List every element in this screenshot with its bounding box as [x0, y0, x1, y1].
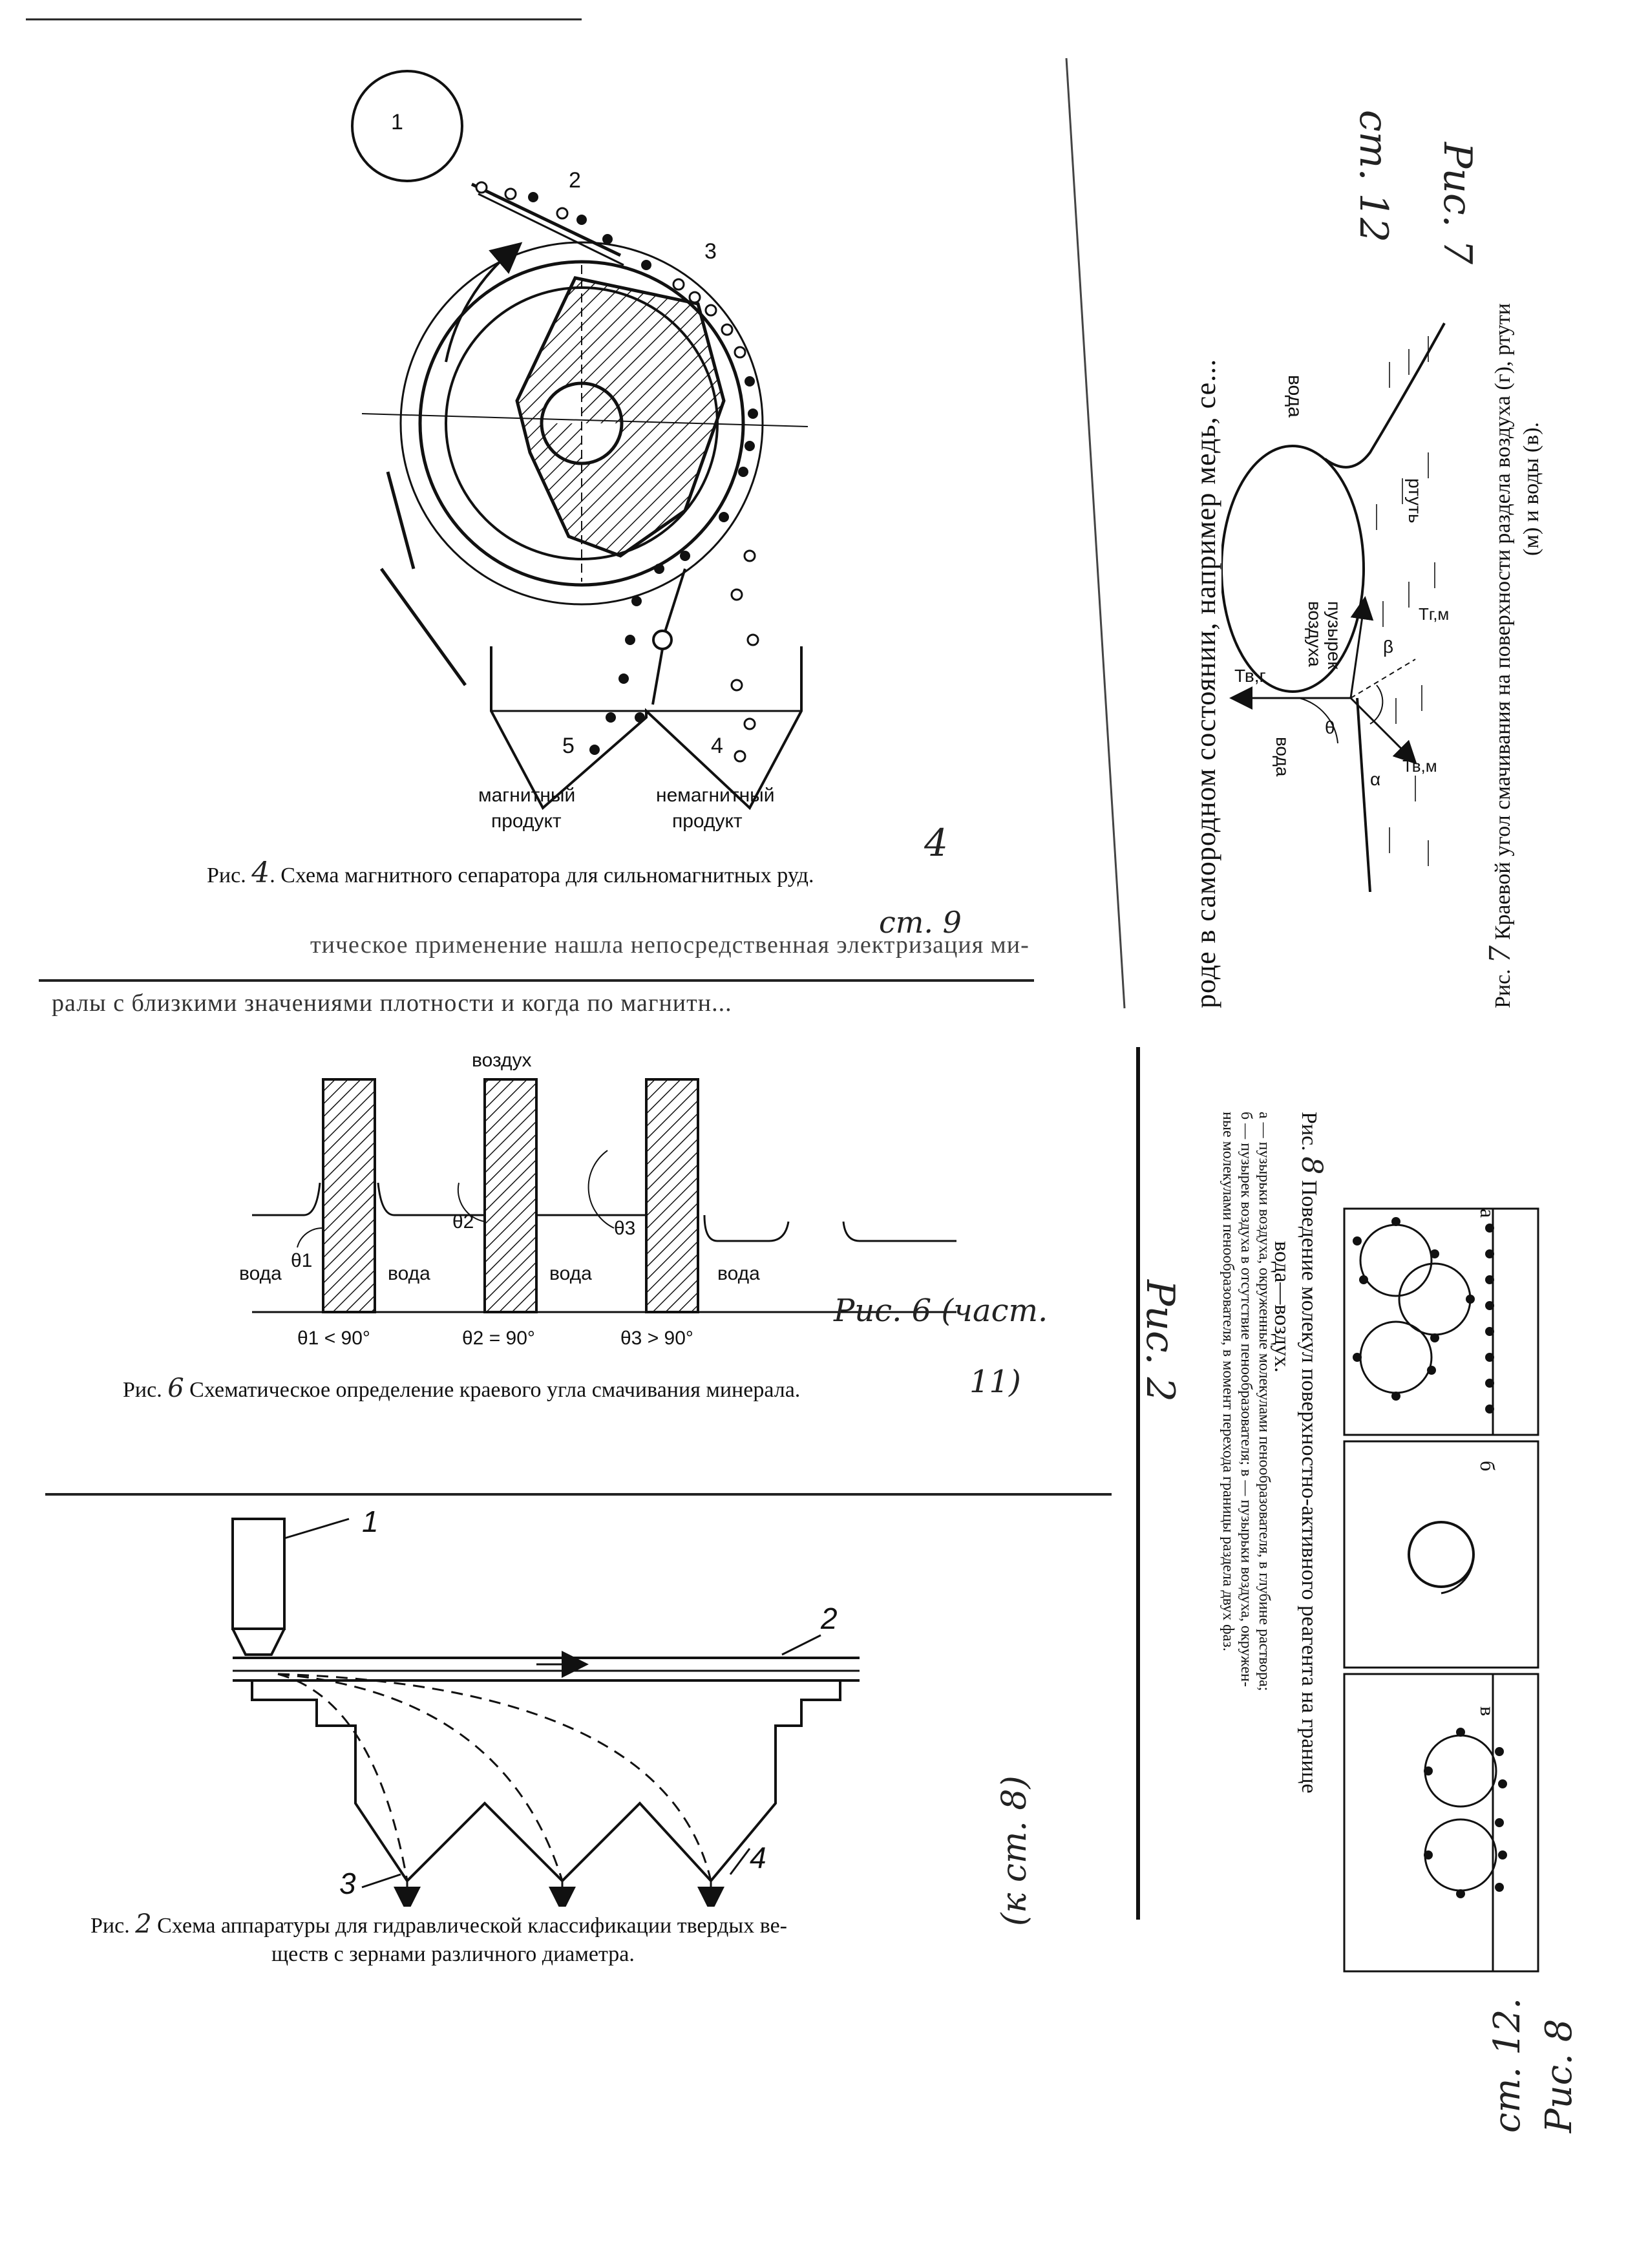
molecules-caption-hand-number: 8	[1295, 1156, 1328, 1175]
contact-angle-caption: Рис. 6 Схематическое определение краевог…	[123, 1373, 801, 1403]
wetting-t-gm: Тг,м	[1419, 604, 1450, 624]
molecules-hand-note-2: ст. 12.	[1486, 1997, 1528, 2133]
wetting-t-vm: Тв,м	[1402, 756, 1437, 776]
wetting-hand-note: ст. 12	[1351, 110, 1396, 242]
wetting-theta: θ	[1325, 717, 1335, 737]
water-label-3: вода	[549, 1263, 592, 1284]
wetting-caption: Рис. 7 Краевой угол смачивания на поверх…	[1484, 303, 1543, 1008]
separator-body-line-1: тическое применение нашла непосредственн…	[310, 931, 1030, 959]
contact-angle-drawing: воздух вода вода вода вода θ1 θ2 θ3 θ1 <…	[239, 1050, 956, 1349]
contact-angle-hand-note: Рис. 6 (част.	[834, 1293, 1048, 1329]
nonmagnetic-label-1: немагнитный	[656, 785, 774, 806]
wetting-alpha: α	[1370, 769, 1381, 789]
separator-hand-mark: 4	[924, 821, 948, 865]
molecules-hand-note: Рис. 8	[1538, 2019, 1580, 2133]
hydraulic-caption-hand-number: 2	[135, 1909, 152, 1939]
molecules-panel-b: б	[1476, 1461, 1499, 1472]
wetting-water-top: вода	[1284, 375, 1305, 418]
hydraulic-label-1: 1	[362, 1506, 379, 1538]
molecules-drawing	[1343, 1207, 1539, 1973]
hydraulic-label-3: 3	[339, 1867, 356, 1900]
water-label-4: вода	[717, 1263, 760, 1284]
separator-body-line-2: ралы с близкими значениями плотности и к…	[52, 990, 732, 1017]
hydraulic-label-2: 2	[820, 1602, 838, 1635]
molecules-panel-a: а	[1476, 1209, 1499, 1218]
water-label-1: вода	[239, 1263, 282, 1284]
hydraulic-hand-note: (к ст. 8)	[995, 1775, 1034, 1926]
hydraulic-caption: Рис. 2 Схема аппаратуры для гидравлическ…	[90, 1909, 787, 1966]
wetting-mercury: ртуть	[1405, 478, 1425, 524]
cut-line-2	[45, 1493, 1112, 1496]
separator-label-2: 2	[569, 168, 581, 193]
separator-hand-note: ст. 9	[879, 905, 962, 940]
cond1-label: θ1 < 90°	[297, 1328, 370, 1349]
separator-caption: Рис. 4. Схема магнитного сепаратора для …	[207, 856, 814, 889]
wetting-bubble-2: воздуха	[1305, 601, 1325, 667]
magnetic-separator-drawing: 1 2 3 5 4 магнитный продукт немагнитный …	[26, 18, 1126, 1009]
wetting-t-vg: Тв,г	[1234, 666, 1266, 686]
figure-magnetic-separator: 1 2 3 5 4 магнитный продукт немагнитный …	[0, 0, 1137, 1034]
air-label: воздух	[472, 1050, 532, 1071]
hydraulic-hand-note-fig: Рис. 2	[1137, 1280, 1183, 1402]
separator-label-4: 4	[711, 734, 723, 758]
wetting-hand-note-2: Рис. 7	[1435, 142, 1480, 264]
contact-angle-caption-hand-number: 6	[167, 1373, 184, 1403]
theta2-label: θ2	[452, 1211, 474, 1233]
wetting-caption-hand-number: 7	[1484, 945, 1517, 964]
hydraulic-label-4: 4	[750, 1841, 766, 1874]
cond3-label: θ3 > 90°	[620, 1328, 693, 1349]
cut-line	[39, 979, 1034, 982]
molecules-caption: Рис. 8 Поведение молекул поверхностно-ак…	[1270, 1112, 1328, 1794]
theta3-label: θ3	[614, 1218, 635, 1239]
rotated-body-line: роде в самородном состоянии, например ме…	[1190, 358, 1221, 1008]
separator-label-5: 5	[562, 734, 575, 758]
nonmagnetic-label-2: продукт	[672, 811, 743, 832]
figure-molecules	[1338, 1202, 1545, 1978]
magnetic-label-1: магнитный	[478, 785, 575, 806]
wetting-angle-drawing	[1220, 323, 1446, 893]
wetting-beta: β	[1383, 637, 1394, 657]
separator-caption-hand-number: 4	[251, 856, 270, 889]
cond2-label: θ2 = 90°	[462, 1328, 535, 1349]
molecules-panel-c: в	[1476, 1706, 1499, 1717]
theta1-label: θ1	[291, 1250, 312, 1271]
water-label-2: вода	[388, 1263, 430, 1284]
wetting-water-side: вода	[1273, 737, 1293, 777]
separator-label-3: 3	[704, 239, 717, 264]
vertical-divider	[1136, 1047, 1140, 1920]
molecules-legend: а — пузырьки воздуха, окруженные молекул…	[1220, 1112, 1273, 1691]
figure-contact-angle: воздух вода вода вода вода θ1 θ2 θ3 θ1 <…	[226, 1034, 1066, 1370]
figure-wetting-angle	[1220, 310, 1454, 893]
magnetic-label-2: продукт	[491, 811, 562, 832]
wetting-bubble-1: пузырек	[1324, 601, 1344, 670]
hydraulic-drawing: 1 2 3 4	[231, 1505, 860, 1914]
separator-label-1: 1	[391, 110, 403, 134]
figure-hydraulic: 1 2 3 4	[213, 1505, 1118, 1914]
contact-angle-hand-note-2: 11)	[969, 1364, 1021, 1400]
